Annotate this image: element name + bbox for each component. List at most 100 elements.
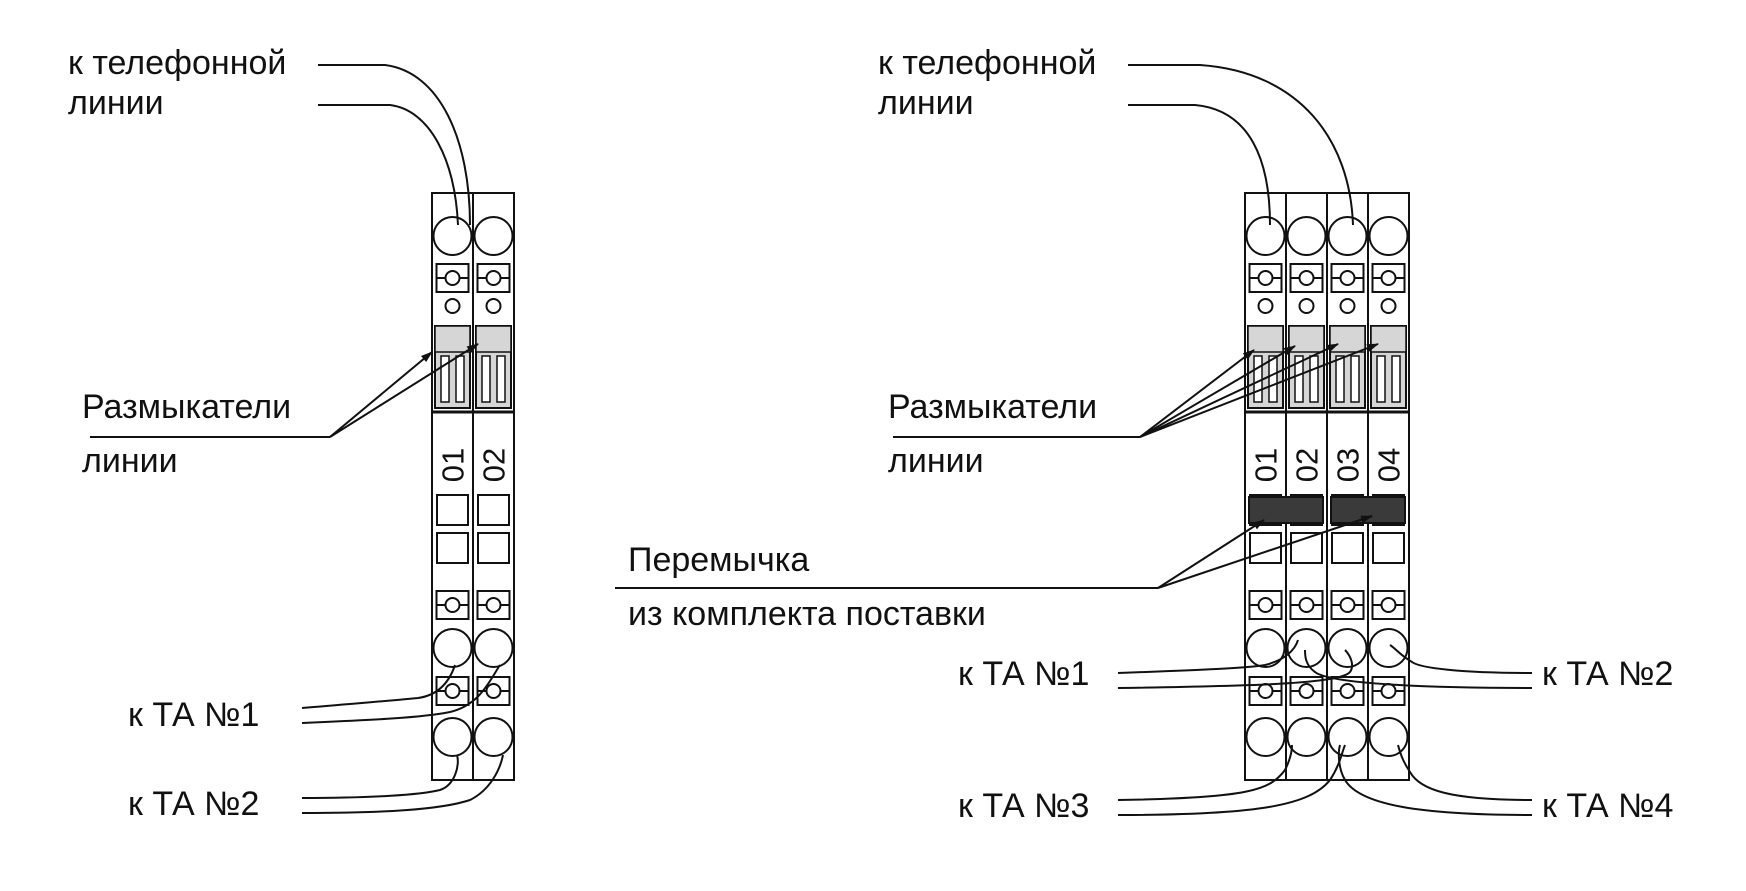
wire-entry-ta-upper [1327,628,1368,668]
wire-entry-top [1286,216,1327,256]
terminal-number: 02 [1290,448,1325,482]
right-phone-wire-1 [1128,64,1354,226]
jumper-slot [477,494,510,526]
screw-lower [435,676,470,706]
left-phone-line-label-2: линии [68,84,164,122]
right-ta2-wire [1389,644,1533,674]
right-breaker-arrow-1 [1139,349,1255,438]
left-ta1-label: к ТА №1 [128,696,259,734]
wire-entry-ta-lower [473,717,514,757]
screw-middle [435,590,470,620]
test-socket [444,298,461,314]
wire-entry-top [473,216,514,256]
right-phone-wire-2 [1128,104,1271,226]
screw-middle [1371,590,1406,620]
right-jumper-arrow-2 [1157,515,1373,589]
test-socket [1257,298,1274,314]
screw-top [1371,263,1406,293]
left-breaker-arrow-1 [329,351,433,438]
screw-top [1289,263,1324,293]
line-breaker [1247,325,1284,409]
right-ta1-wire [1117,639,1299,674]
jumper-slot [436,494,469,526]
right-ta3-wire-b [1117,744,1346,816]
test-socket [485,298,502,314]
jumper-slot [477,532,510,564]
line-breaker [1370,325,1407,409]
wire-entry-top [1245,216,1286,256]
screw-middle [476,590,511,620]
right-ta3-wire [1117,744,1293,801]
wire-entry-ta-lower [1286,717,1327,757]
screw-middle [1248,590,1283,620]
terminal-number: 02 [477,448,512,482]
right-ta3-label: к ТА №3 [958,787,1089,825]
left-ta1-wire [301,664,456,709]
right-jumper-label-1: Перемычка [628,541,809,579]
right-breaker-arrow-2 [1139,345,1296,438]
wire-entry-ta-lower [432,717,473,757]
left-terminal-block-01: 01 [431,192,474,781]
screw-middle [1289,590,1324,620]
screw-lower [1371,676,1406,706]
line-breaker [1288,325,1325,409]
wire-entry-ta-lower [1368,717,1409,757]
wire-entry-ta-upper [1368,628,1409,668]
right-jumper-label-2: из комплекта поставки [628,595,986,633]
left-ta2-wire-2 [301,754,504,814]
right-phone-line-label-2: линии [878,84,974,122]
wire-entry-ta-lower [1245,717,1286,757]
jumper-slot [1331,532,1364,564]
test-socket [1380,298,1397,314]
jumper-2 [1330,496,1406,524]
wire-entry-ta-upper [1286,628,1327,668]
right-terminal-block-01: 01 [1244,192,1287,781]
line-breaker [1329,325,1366,409]
left-breakers-label-2: линии [82,442,178,480]
left-breakers-label-1: Размыкатели [82,388,291,426]
right-terminal-block-03: 03 [1326,192,1369,781]
jumper-1 [1248,496,1324,524]
wire-entry-ta-lower [1327,717,1368,757]
screw-top [435,263,470,293]
screw-middle [1330,590,1365,620]
right-ta4-label: к ТА №4 [1542,787,1673,825]
terminal-number: 01 [1249,448,1284,482]
wire-entry-ta-upper [432,628,473,668]
jumper-slot [436,532,469,564]
terminal-number: 01 [436,448,471,482]
right-ta2-label: к ТА №2 [1542,655,1673,693]
right-phone-line-label-1: к телефонной [878,44,1096,82]
right-breaker-arrow-3 [1139,343,1339,438]
right-jumper-arrow-1 [1157,519,1265,589]
right-breakers-label-2: линии [888,442,984,480]
left-wiring [90,64,504,814]
wire-entry-top [1327,216,1368,256]
right-ta4-wire-b [1337,744,1533,816]
left-phone-wire-1 [318,64,471,226]
right-ta2-wire-b [1304,649,1533,689]
screw-top [1330,263,1365,293]
left-ta2-label: к ТА №2 [128,785,259,823]
left-ta1-wire-2 [301,664,501,724]
screw-lower [1248,676,1283,706]
left-phone-wire-2 [318,104,459,226]
right-terminal-block-04: 04 [1367,192,1410,781]
terminal-number: 04 [1372,448,1407,482]
right-breakers-label-1: Размыкатели [888,388,1097,426]
right-terminal-block-02: 02 [1285,192,1328,781]
left-phone-line-label-1: к телефонной [68,44,286,82]
wire-entry-ta-upper [473,628,514,668]
left-ta2-wire [301,754,459,799]
right-breaker-arrow-4 [1139,343,1379,438]
jumper-slot [1372,532,1405,564]
terminal-number: 03 [1331,448,1366,482]
right-wiring [615,64,1533,816]
wire-entry-top [432,216,473,256]
right-ta1-label: к ТА №1 [958,655,1089,693]
line-breaker [475,325,512,409]
